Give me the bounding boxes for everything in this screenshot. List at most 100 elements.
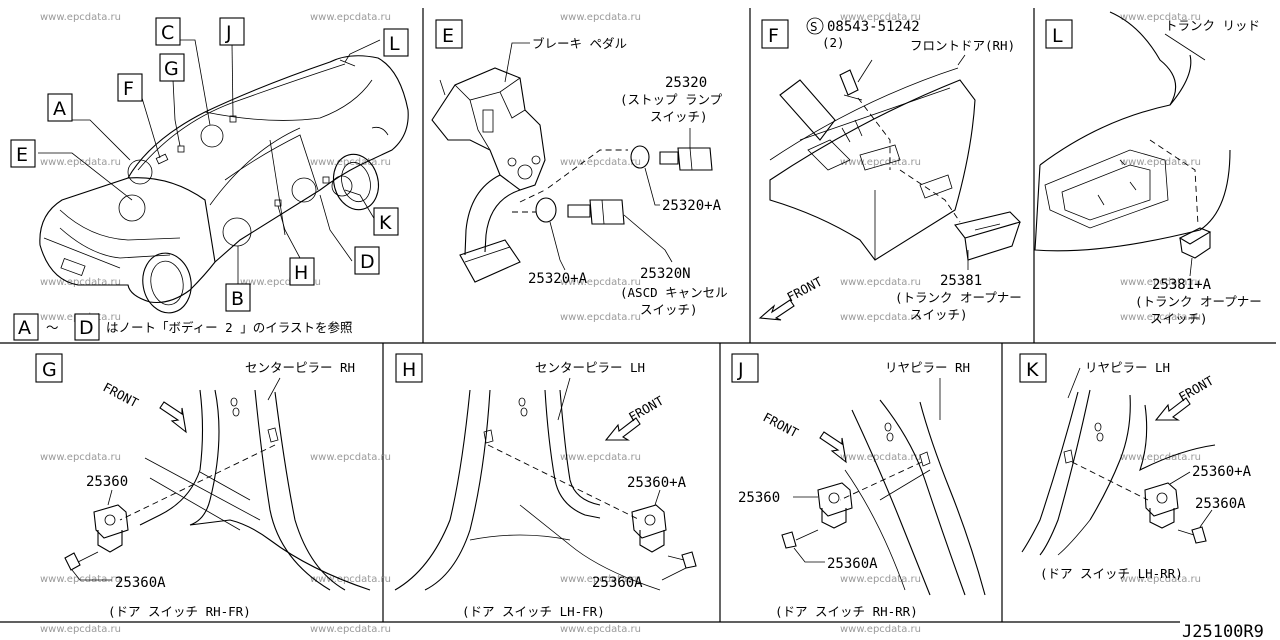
- door-switch-25360-a: [1144, 482, 1179, 529]
- svg-text:D: D: [79, 317, 94, 339]
- svg-text:FRONT: FRONT: [101, 379, 142, 410]
- callout-A: A: [47, 93, 73, 122]
- leader: [793, 547, 825, 563]
- watermark: www.epcdata.ru: [240, 277, 321, 288]
- part-desc: (トランク オープナー: [895, 290, 1022, 305]
- svg-text:A: A: [18, 317, 31, 339]
- watermark: www.epcdata.ru: [40, 277, 121, 288]
- panel-label: L: [1052, 25, 1063, 47]
- part-25320-a-upper: 25320+A: [662, 198, 722, 214]
- panel-frames: [0, 8, 1276, 623]
- panel-K: K リヤピラー LH 25360+A 25360A FRO: [1019, 353, 1252, 581]
- pillar-illustration: [1021, 389, 1216, 556]
- svg-text:〜: 〜: [46, 320, 59, 335]
- pillar-label: センターピラー LH: [535, 360, 645, 375]
- reference-note: A 〜 D はノート「ボディー 2 」のイラストを参照: [13, 313, 352, 341]
- part-25381-a: 25381+A: [1152, 277, 1212, 293]
- watermark: www.epcdata.ru: [1120, 277, 1201, 288]
- svg-text:B: B: [231, 288, 244, 310]
- leader: [267, 377, 281, 401]
- watermark: www.epcdata.ru: [840, 312, 921, 323]
- dashed-leader: [839, 461, 923, 501]
- svg-text:C: C: [161, 22, 174, 44]
- dashed-leader: [119, 444, 276, 521]
- part-25360a: 25360A: [115, 575, 166, 591]
- pillar-illustration: [394, 389, 661, 591]
- dashed-leader: [857, 97, 891, 170]
- door-switch-25360-a: [631, 504, 667, 553]
- watermark: www.epcdata.ru: [310, 452, 391, 463]
- watermark: www.epcdata.ru: [40, 624, 121, 635]
- part-desc: (ストップ ランプ: [620, 92, 723, 107]
- screw-25360a: [667, 551, 697, 569]
- svg-text:F: F: [123, 78, 134, 100]
- detail-circles: [118, 115, 353, 247]
- trunk-lid-label: トランク リッド: [1165, 18, 1260, 33]
- leader: [857, 59, 873, 83]
- part-25360: 25360: [86, 474, 128, 490]
- front-arrow: FRONT: [1154, 373, 1216, 421]
- callout-E: E: [10, 139, 36, 168]
- panel-label: J: [737, 359, 744, 381]
- dashed-leader: [899, 169, 961, 223]
- callout-B: B: [225, 283, 251, 312]
- front-arrow: FRONT: [604, 393, 666, 441]
- panel-H: H センターピラー LH 25360+A 25360A: [394, 353, 697, 619]
- screw-25360a: [781, 529, 819, 549]
- svg-text:D: D: [360, 251, 375, 273]
- pedal-label: ブレーキ ペダル: [532, 36, 627, 51]
- leader: [1164, 33, 1206, 61]
- screw-25360a: [1177, 526, 1207, 544]
- trunk-lid-illustration: [1034, 11, 1231, 252]
- watermark: www.epcdata.ru: [1120, 452, 1201, 463]
- watermark: www.epcdata.ru: [40, 157, 121, 168]
- caption: (ドア スイッチ LH-FR): [462, 604, 605, 619]
- watermark: www.epcdata.ru: [840, 574, 921, 585]
- watermark: www.epcdata.ru: [1120, 574, 1201, 585]
- part-25360-a: 25360+A: [627, 475, 687, 491]
- watermark: www.epcdata.ru: [560, 574, 641, 585]
- svg-text:K: K: [379, 212, 392, 234]
- watermark: www.epcdata.ru: [310, 12, 391, 23]
- dashed-leader: [519, 189, 546, 203]
- car-illustration: [39, 55, 409, 314]
- watermark: www.epcdata.ru: [310, 574, 391, 585]
- panel-label: H: [402, 359, 416, 381]
- leader: [504, 42, 530, 83]
- dashed-leader: [1071, 461, 1149, 501]
- svg-text:G: G: [164, 58, 179, 80]
- bolt-08543: [839, 69, 863, 101]
- overview-panel: A B C D E F G H J K L A 〜 D はノート「ボディー 2 …: [10, 17, 409, 341]
- part-desc: スイッチ): [910, 307, 968, 322]
- leader: [654, 489, 661, 506]
- watermark: www.epcdata.ru: [840, 12, 921, 23]
- leader: [1199, 509, 1213, 528]
- watermark: www.epcdata.ru: [840, 157, 921, 168]
- part-25320n: 25320N: [640, 266, 691, 282]
- svg-text:FRONT: FRONT: [1176, 373, 1216, 405]
- part-desc: スイッチ): [650, 109, 708, 124]
- leader: [661, 567, 687, 581]
- pillar-illustration: [139, 389, 371, 591]
- watermark: www.epcdata.ru: [1120, 157, 1201, 168]
- part-08543-51242: 08543-51242: [827, 19, 920, 35]
- part-25381: 25381: [940, 273, 982, 289]
- leader: [644, 167, 660, 206]
- trunk-opener-switch-25381-a: [1178, 227, 1212, 259]
- watermark: www.epcdata.ru: [560, 277, 641, 288]
- watermark: www.epcdata.ru: [560, 624, 641, 635]
- part-desc: スイッチ): [640, 302, 698, 317]
- trunk-opener-switch-25381: [954, 211, 1022, 261]
- watermark: www.epcdata.ru: [40, 574, 121, 585]
- watermark: www.epcdata.ru: [840, 452, 921, 463]
- screw-25360a: [64, 551, 99, 571]
- callout-C: C: [155, 17, 181, 46]
- panel-F: F S 08543-51242 (2) フロントドア(RH): [758, 17, 1022, 322]
- leader: [1189, 257, 1193, 277]
- callout-L: L: [383, 28, 409, 57]
- svg-text:J: J: [225, 22, 232, 44]
- leader: [557, 377, 571, 421]
- dashed-leader: [547, 149, 628, 189]
- callout-F: F: [117, 73, 143, 102]
- svg-text:E: E: [16, 144, 28, 166]
